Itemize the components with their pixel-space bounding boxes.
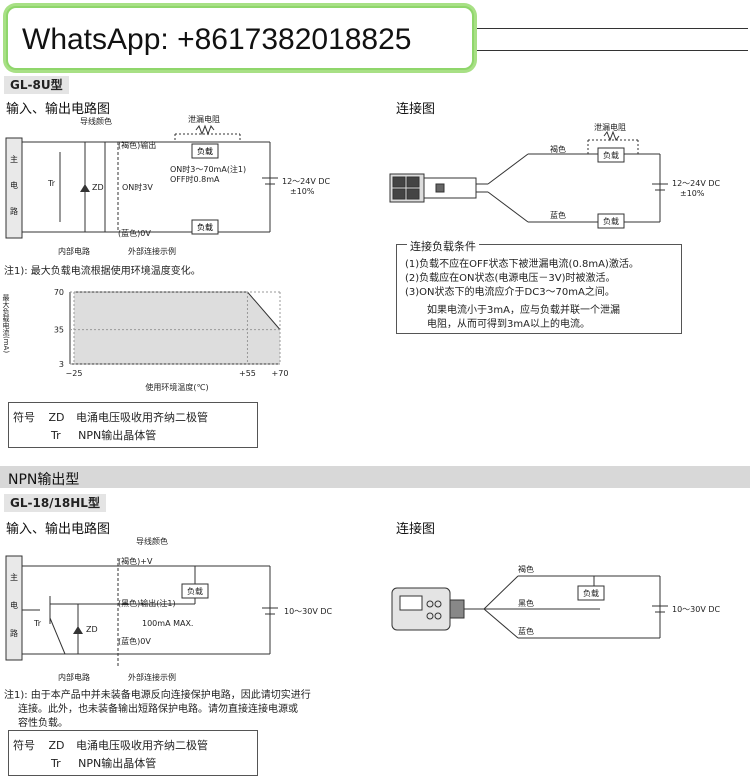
internal-label-2: 内部电路 [58, 672, 90, 682]
model-tab-gl18: GL-18/18HL型 [4, 494, 106, 512]
chart-y-tick-label: 3 [59, 360, 64, 369]
whatsapp-watermark: WhatsApp: +8617382018825 [6, 6, 474, 70]
supply-label-w1: 12～24V DC [672, 179, 721, 188]
external-label-1: 外部连接示例 [128, 246, 176, 256]
legend-box-1: 符号 ZD 电涌电压吸收用齐纳二极管 Tr NPN输出晶体管 [8, 402, 258, 448]
zd-label-2: ZD [86, 625, 98, 634]
main-circuit-label-1c: 路 [10, 206, 18, 216]
black-wire-label-w2: 黑色 [518, 598, 534, 608]
wiring-diagram-2: 褐色 黑色 蓝色 负载 10～30V DC [391, 564, 721, 639]
circuit-title-1: 输入、输出电路图 [6, 102, 111, 117]
wiring-title-1: 连接图 [396, 102, 436, 117]
load-label-1a: 负载 [197, 146, 213, 156]
blue-wire-label-w2: 蓝色 [518, 626, 534, 636]
chart-area [74, 292, 280, 364]
circuit-diagram-1: 主 电 路 Tr ZD 导线颜色 泄漏电阻 (褐色)输出 ON时3V ON时3～… [5, 114, 331, 256]
note1-section2-line1: 注1): 由于本产品中并未装备电源反向连接保护电路，因此请切实进行 [4, 690, 311, 701]
chart-y-tick-label: 35 [54, 326, 64, 335]
supply-label-1: 12～24V DC [282, 177, 331, 186]
off-current-label-1: OFF时0.8mA [170, 174, 220, 184]
conditions-title: 连接负载条件 [407, 238, 479, 254]
chart-y-label: 最大负载电流(mA) [2, 294, 10, 353]
supply-label-w2: 10～30V DC [672, 605, 721, 614]
max-current-label-2: 100mA MAX. [142, 619, 193, 628]
brown-wire-label-w1: 褐色 [550, 144, 566, 154]
load-label-1b: 负载 [197, 222, 213, 232]
npn-section-bar: NPN输出型 [0, 466, 750, 488]
leak-resistor-label-1: 泄漏电阻 [188, 114, 220, 124]
chart-x-label: 使用环境温度(℃) [145, 382, 208, 392]
max-current-chart: 70 35 3−25 +55 +70 使用环境温度(℃) 最大负载电流(mA) [2, 288, 289, 392]
tolerance-label-1: ±10% [290, 187, 315, 196]
brown-wire-label-w2: 褐色 [518, 564, 534, 574]
main-circuit-label-2c: 路 [10, 628, 18, 638]
chart-x-tick-label: −25 [66, 369, 83, 378]
condition-2: (2)负载应在ON状态(电源电压－3V)时被激活。 [405, 273, 616, 284]
blue-0v-label-1: (蓝色)0V [118, 228, 151, 238]
condition-3: (3)ON状态下的电流应介于DC3～70mA之间。 [405, 287, 615, 298]
condition-note-2: 电阻，从而可得到3mA以上的电流。 [427, 319, 590, 330]
leak-resistor-label-w1: 泄漏电阻 [594, 122, 626, 132]
on3v-label-1: ON时3V [122, 182, 153, 192]
supply-label-2: 10～30V DC [284, 607, 333, 616]
circuit-title-2: 输入、输出电路图 [6, 522, 111, 537]
circuit-diagram-2: 主 电 路 Tr ZD 导线颜色 (褐色)+V (黑色)输出(注1) 100mA… [5, 536, 333, 682]
legend-row-2a: 符号 ZD 电涌电压吸收用齐纳二极管 [13, 739, 209, 752]
on-current-label-1: ON时3～70mA(注1) [170, 164, 246, 174]
brown-v-label-2: (褐色)+V [118, 556, 153, 566]
tolerance-label-w1: ±10% [680, 189, 705, 198]
main-circuit-label-2b: 电 [10, 600, 18, 610]
note1-section2-line3: 容性负载。 [18, 718, 68, 729]
top-rule [470, 28, 748, 29]
main-circuit-label-2a: 主 [10, 572, 18, 582]
black-out-label-2: (黑色)输出(注1) [118, 598, 176, 608]
load-label-w2: 负载 [583, 588, 599, 598]
brown-out-label-1: (褐色)输出 [118, 140, 156, 150]
chart-y-tick-label: 70 [54, 288, 64, 297]
blue-wire-label-w1: 蓝色 [550, 210, 566, 220]
wiring-title-2: 连接图 [396, 522, 436, 537]
condition-1: (1)负载不应在OFF状态下被泄漏电流(0.8mA)激活。 [405, 259, 639, 270]
top-rule-2 [470, 50, 748, 51]
note1-section1: 注1): 最大负载电流根据使用环境温度变化。 [4, 266, 201, 277]
wire-color-label-2: 导线颜色 [136, 536, 168, 546]
blue-0v-label-2: (蓝色)0V [118, 636, 151, 646]
tr-label-1: Tr [47, 179, 56, 188]
note1-section2-line2: 连接。此外，也未装备输出短路保护电路。请勿直接连接电源或 [18, 704, 298, 715]
chart-x-tick-label: +70 [272, 369, 289, 378]
wiring-diagram-1: 泄漏电阻 褐色 蓝色 负载 负载 12～24V DC ±10% [389, 122, 721, 229]
wire-color-label-1: 导线颜色 [80, 116, 112, 126]
legend-row-2b: Tr NPN输出晶体管 [51, 757, 157, 770]
load-label-w1a: 负载 [603, 150, 619, 160]
legend-row-1a: 符号 ZD 电涌电压吸收用齐纳二极管 [13, 411, 209, 424]
tr-label-2: Tr [33, 619, 42, 628]
load-conditions-box: 连接负载条件 (1)负载不应在OFF状态下被泄漏电流(0.8mA)激活。 (2)… [396, 238, 682, 334]
main-circuit-label-1b: 电 [10, 180, 18, 190]
chart-x-tick-label: +55 [239, 369, 256, 378]
internal-label-1: 内部电路 [58, 246, 90, 256]
legend-box-2: 符号 ZD 电涌电压吸收用齐纳二极管 Tr NPN输出晶体管 [8, 730, 258, 776]
condition-note-1: 如果电流小于3mA，应与负载并联一个泄漏 [427, 305, 620, 316]
model-tab-gl8u: GL-8U型 [4, 76, 69, 94]
external-label-2: 外部连接示例 [128, 672, 176, 682]
zd-label-1: ZD [92, 183, 104, 192]
load-label-2: 负载 [187, 586, 203, 596]
main-circuit-label-1a: 主 [10, 154, 18, 164]
load-label-w1b: 负载 [603, 216, 619, 226]
legend-row-1b: Tr NPN输出晶体管 [51, 429, 157, 442]
